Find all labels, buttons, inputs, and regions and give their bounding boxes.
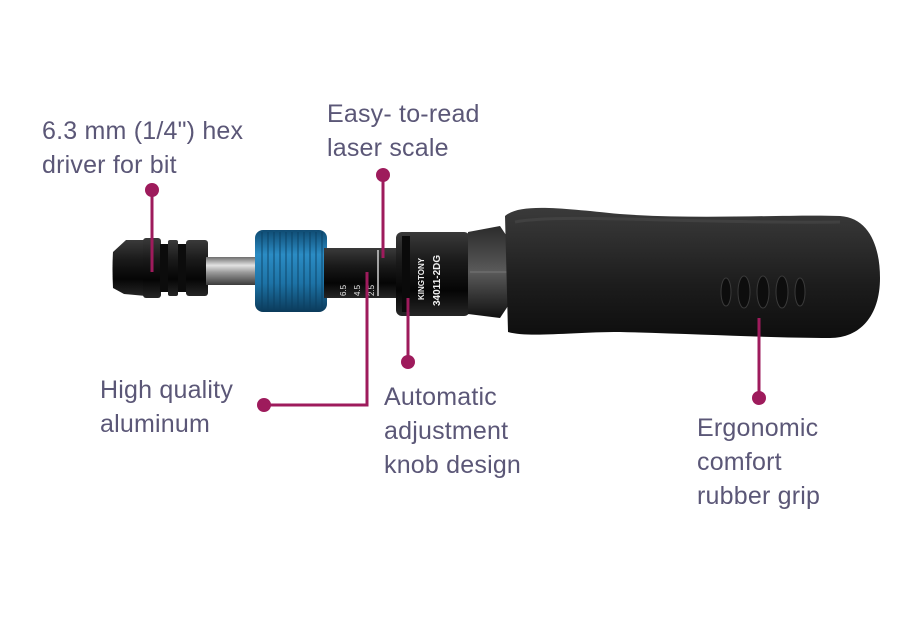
callout-hex-driver-line1: 6.3 mm (1/4") hex (42, 117, 244, 145)
callout-dot-laser (376, 168, 390, 182)
callout-laser-scale-line1: Easy- to-read (327, 100, 480, 128)
callout-dot-hex (145, 183, 159, 197)
callout-grip-line3: rubber grip (697, 482, 821, 510)
callout-dot-grip (752, 391, 766, 405)
callout-hex-driver-line2: driver for bit (42, 151, 177, 179)
callout-adjustment-knob-line3: knob design (384, 451, 522, 479)
callout-dot-aluminum (257, 398, 271, 412)
callout-aluminum-line1: High quality (100, 376, 234, 404)
scale-ring (396, 232, 470, 316)
callout-grip: Ergonomic comfort rubber grip (697, 411, 820, 513)
callout-line-aluminum (264, 272, 369, 407)
brand-marking: KINGTONY (417, 257, 426, 300)
scale-mark-2: 4.5 (353, 284, 362, 296)
model-marking: 34011-2DG (432, 255, 443, 306)
callout-adjustment-knob-line1: Automatic (384, 383, 497, 411)
callout-hex-driver: 6.3 mm (1/4") hex driver for bit (42, 114, 243, 182)
callout-laser-scale-line2: laser scale (327, 134, 449, 162)
scale-mark-3: 2.5 (367, 284, 376, 296)
callout-laser-scale: Easy- to-read laser scale (327, 97, 480, 165)
callout-aluminum: High quality aluminum (100, 373, 233, 441)
scale-mark-1: 6.5 (339, 284, 348, 296)
callout-adjustment-knob-line2: adjustment (384, 417, 509, 445)
blue-collar (255, 230, 327, 312)
hex-nut (468, 226, 512, 318)
callout-grip-line2: comfort (697, 448, 782, 476)
rubber-grip (505, 207, 880, 338)
callout-grip-line1: Ergonomic (697, 414, 819, 442)
callout-adjustment-knob: Automatic adjustment knob design (384, 380, 521, 482)
steel-shaft (206, 257, 258, 285)
callout-aluminum-line2: aluminum (100, 410, 210, 438)
callout-dot-knob (401, 355, 415, 369)
bit-holder (112, 238, 208, 298)
